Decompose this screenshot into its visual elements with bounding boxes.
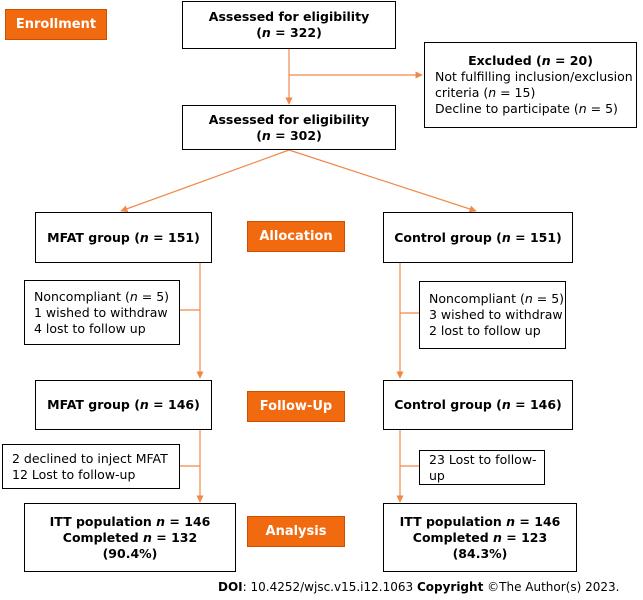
assessed-second-line1: Assessed for eligibility [208,111,370,127]
doi-value: : 10.4252/wjsc.v15.i12.1063 [242,580,417,594]
assessed-box-second: Assessed for eligibility (n = 302) [182,105,396,150]
assessed-initial-line2: (n = 322) [256,25,322,40]
control-noncompliant-line3: 2 lost to follow up [429,323,541,338]
citation-footer: DOI: 10.4252/wjsc.v15.i12.1063 Copyright… [218,580,619,594]
control-group-allocation-text: Control group (n = 151) [394,229,562,245]
mfat-noncompliant-line3: 4 lost to follow up [34,320,146,336]
assessed-box-initial: Assessed for eligibility (n = 322) [182,1,396,49]
control-analysis-line2: Completed n = 123 [412,529,548,545]
control-analysis-line3: (84.3%) [452,545,508,561]
arrow-to-control-group [288,149,477,213]
mfat-group-allocation-text: MFAT group (n = 151) [47,229,200,245]
copyright-label: Copyright [416,580,484,594]
stage-label-allocation: Allocation [247,221,345,252]
mfat-noncompliant-box: Noncompliant (n = 5) 1 wished to withdra… [24,280,180,345]
mfat-analysis-line2: Completed n = 132 [62,529,198,545]
control-lost-box: 23 Lost to follow-up [419,450,545,485]
excluded-reason-1-count: criteria (n = 15) [435,85,536,100]
arrow-to-mfat-group [120,149,290,213]
mfat-lost-line2: 12 Lost to follow-up [12,466,136,482]
stage-label-enrollment: Enrollment [5,9,107,40]
mfat-group-allocation-box: MFAT group (n = 151) [35,212,212,263]
excluded-box: Excluded (n = 20) Not fulfilling inclusi… [424,42,637,128]
copyright-value: ©The Author(s) 2023. [483,580,620,594]
control-analysis-box: ITT population n = 146 Completed n = 123… [383,503,577,572]
stage-label-analysis: Analysis [247,516,345,547]
stage-label-analysis-text: Analysis [265,524,327,539]
control-analysis-line1: ITT population n = 146 [399,513,561,529]
mfat-lost-line1: 2 declined to inject MFAT [12,450,168,466]
assessed-initial-line1: Assessed for eligibility [208,9,370,24]
control-noncompliant-line1: Noncompliant (n = 5) [429,291,565,306]
control-group-followup-box: Control group (n = 146) [383,380,573,430]
mfat-analysis-box: ITT population n = 146 Completed n = 132… [24,503,236,572]
doi-label: DOI [218,580,243,594]
excluded-reason-2: Decline to participate (n = 5) [435,101,618,116]
mfat-analysis-line3: (90.4%) [102,545,158,561]
control-group-allocation-box: Control group (n = 151) [383,212,573,263]
mfat-noncompliant-line2: 1 wished to withdraw [34,304,168,320]
control-group-followup-text: Control group (n = 146) [394,397,562,412]
control-noncompliant-line2: 3 wished to withdraw [429,307,563,322]
mfat-group-followup-text: MFAT group (n = 146) [47,397,200,412]
excluded-title: Excluded (n = 20) [468,53,593,68]
mfat-analysis-line1: ITT population n = 146 [49,513,211,529]
excluded-reason-1: Not fulfilling inclusion/exclusion [435,69,633,84]
mfat-lost-box: 2 declined to inject MFAT 12 Lost to fol… [2,444,180,489]
control-lost-line1: 23 Lost to follow-up [429,451,537,483]
stage-label-enrollment-text: Enrollment [15,17,97,32]
mfat-noncompliant-line1: Noncompliant (n = 5) [34,288,170,304]
stage-label-followup: Follow-Up [247,391,345,422]
stage-label-followup-text: Follow-Up [259,399,333,414]
assessed-second-line2: (n = 302) [256,127,322,143]
stage-label-allocation-text: Allocation [259,229,333,244]
mfat-group-followup-box: MFAT group (n = 146) [35,380,212,430]
control-noncompliant-box: Noncompliant (n = 5) 3 wished to withdra… [419,281,566,349]
